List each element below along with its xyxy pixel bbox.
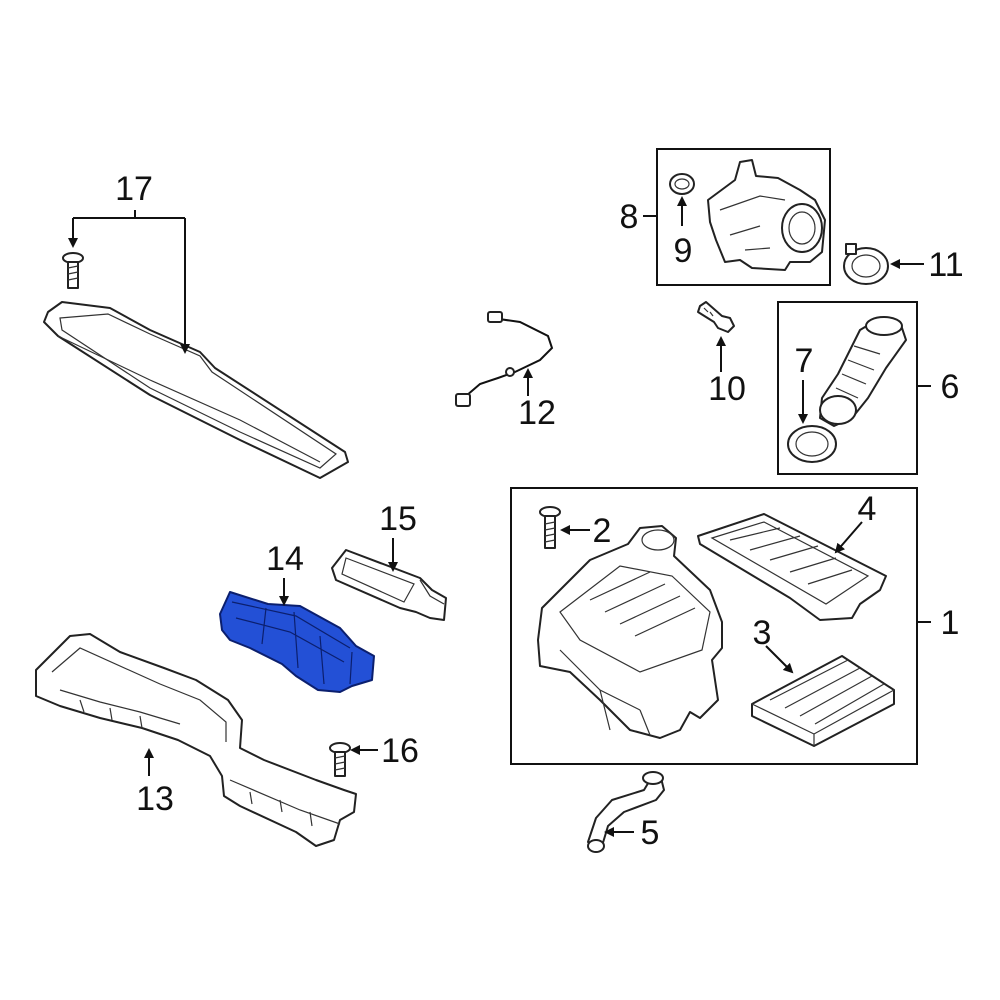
callout-17: 17 — [115, 170, 153, 208]
group-box-6 — [777, 301, 918, 475]
callout-8: 8 — [620, 198, 639, 236]
part-9-oring[interactable] — [669, 173, 695, 195]
callout-14: 14 — [266, 540, 304, 578]
callout-1: 1 — [941, 604, 960, 642]
callout-11: 11 — [928, 246, 963, 284]
part-4-filter-lid[interactable] — [697, 513, 887, 621]
part-13-lower-intake[interactable] — [35, 633, 357, 847]
part-17-bolt[interactable] — [62, 252, 84, 289]
callout-9: 9 — [674, 232, 693, 270]
group-box-1 — [510, 487, 918, 765]
callout-16: 16 — [381, 732, 419, 770]
callout-3: 3 — [753, 614, 772, 652]
part-2-bolt[interactable] — [539, 506, 561, 549]
part-6-intake-hose[interactable] — [819, 316, 907, 427]
part-15-duct[interactable] — [331, 549, 447, 621]
part-11-clamp[interactable] — [843, 243, 889, 285]
callout-6: 6 — [941, 368, 960, 406]
part-7-clamp[interactable] — [787, 425, 837, 463]
callout-7: 7 — [795, 342, 814, 380]
callout-10: 10 — [708, 370, 746, 408]
callout-12: 12 — [518, 394, 556, 432]
leader-17-bracket — [73, 210, 185, 219]
callout-5: 5 — [641, 814, 660, 852]
part-1-air-cleaner-housing[interactable] — [537, 525, 723, 739]
callout-4: 4 — [858, 490, 877, 528]
part-8-throttle-body[interactable] — [707, 159, 826, 271]
part-16-bolt[interactable] — [329, 742, 351, 777]
part-3-air-filter[interactable] — [751, 655, 895, 747]
leader-4 — [834, 521, 863, 554]
callout-15: 15 — [379, 500, 417, 538]
part-12-sensor-harness[interactable] — [455, 311, 554, 407]
callout-2: 2 — [593, 512, 612, 550]
part-10-bolt[interactable] — [697, 301, 735, 333]
part-14-air-duct-highlighted[interactable] — [219, 591, 375, 693]
callout-13: 13 — [136, 780, 174, 818]
part-17-cover[interactable] — [43, 301, 349, 479]
leader-3 — [765, 645, 794, 674]
